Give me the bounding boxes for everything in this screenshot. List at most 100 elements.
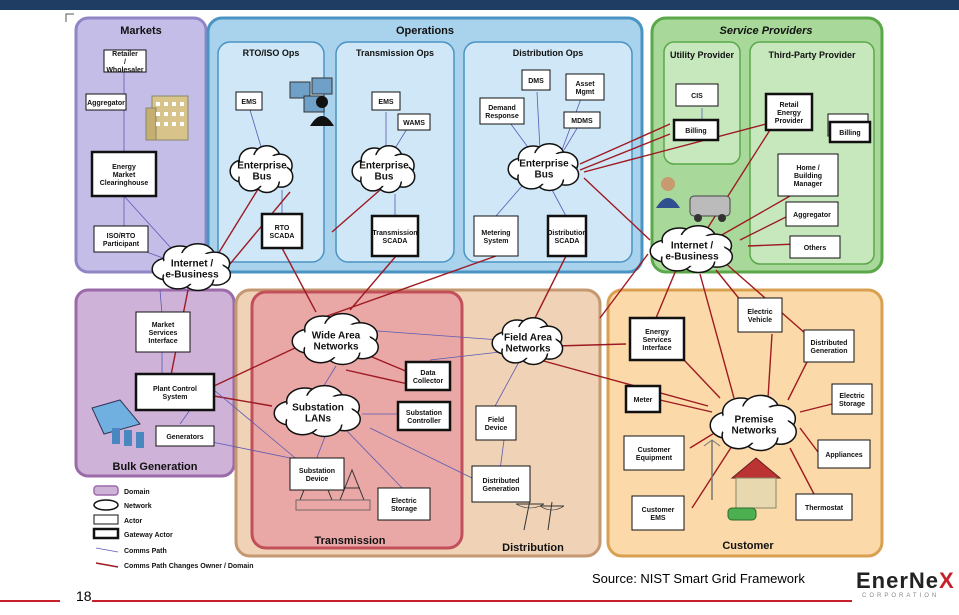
logo-x-mark: X [939,568,955,593]
actor-ems-trans: EMS [371,91,401,111]
service-illustration [656,177,731,222]
actor-label-billing-utility: Billing [685,128,706,135]
actor-retailer: Retailer/Wholesaler [103,49,147,74]
domain-operations-title: Operations [396,25,454,37]
legend-actor-swatch [93,514,119,525]
actor-meter: Meter [624,384,662,414]
logo-main-text: EnerNe [856,568,940,593]
actor-wams: WAMS [397,113,431,131]
operator-illustration [289,77,334,126]
actor-label-aggregator-m: Aggregator [87,100,125,107]
generation-illustration [91,399,144,448]
building-illustration [145,95,189,141]
actor-label-meter: Meter [634,397,653,404]
domain-markets: Markets [74,16,208,274]
legend-comms-path-changes: Comms Path Changes Owner / Domain [124,563,254,570]
actor-cis-utility: CIS [675,83,719,107]
actor-billing-third: Billing [828,120,872,144]
actor-label-ems-rto: EMS [241,99,257,106]
actor-label-mdms: MDMS [571,118,593,125]
actor-label-appliances: Appliances [825,452,862,459]
cloud-internet-left: Internet /e-Business [151,243,232,292]
legend-gateway-swatch [92,527,120,540]
actor-thermostat: Thermostat [795,493,853,521]
actor-others: Others [789,235,841,259]
actor-aggregator-m: Aggregator [85,93,127,111]
actor-label-dms: DMS [528,78,544,85]
legend-comms-line [95,547,119,553]
domain-customer-title: Customer [722,540,774,552]
legend-network-swatch [93,499,119,511]
domain-bulk-generation-title: Bulk Generation [113,461,198,473]
legend-comms-path: Comms Path [124,548,167,555]
page-number: 18 [76,588,92,604]
logo-subtitle: CORPORATION [862,593,940,599]
legend-domain: Domain [124,489,150,496]
cloud-internet-right: Internet /e-Business [649,225,734,274]
actor-appliances: Appliances [817,439,871,469]
sub-utility-provider: Utility Provider [670,50,735,60]
domain-distribution-title: Distribution [502,542,564,554]
legend: Domain Network Actor Gateway Actor Comms… [92,485,254,570]
legend-network: Network [124,503,152,510]
house-illustration [703,439,782,521]
actor-label-aggregator-sp: Aggregator [793,212,831,219]
actor-ems-rto: EMS [235,91,263,111]
legend-domain-swatch [93,485,119,496]
actor-label-others: Others [804,245,827,252]
cloud-label-internet-left: Internet /e-Business [165,258,219,280]
sub-transmission-ops: Transmission Ops [356,48,434,58]
domain-markets-title: Markets [120,25,162,37]
actor-label-retailer: Retailer/Wholesaler [106,51,144,74]
actor-mdms: MDMS [563,111,601,129]
enernex-logo: EnerNeX [856,568,955,594]
sub-third-party-provider: Third-Party Provider [768,50,856,60]
pole-illustration [515,499,565,531]
top-bar [0,0,959,10]
actor-label-cis-utility: CIS [691,93,703,100]
actor-billing-utility: Billing [672,118,720,142]
